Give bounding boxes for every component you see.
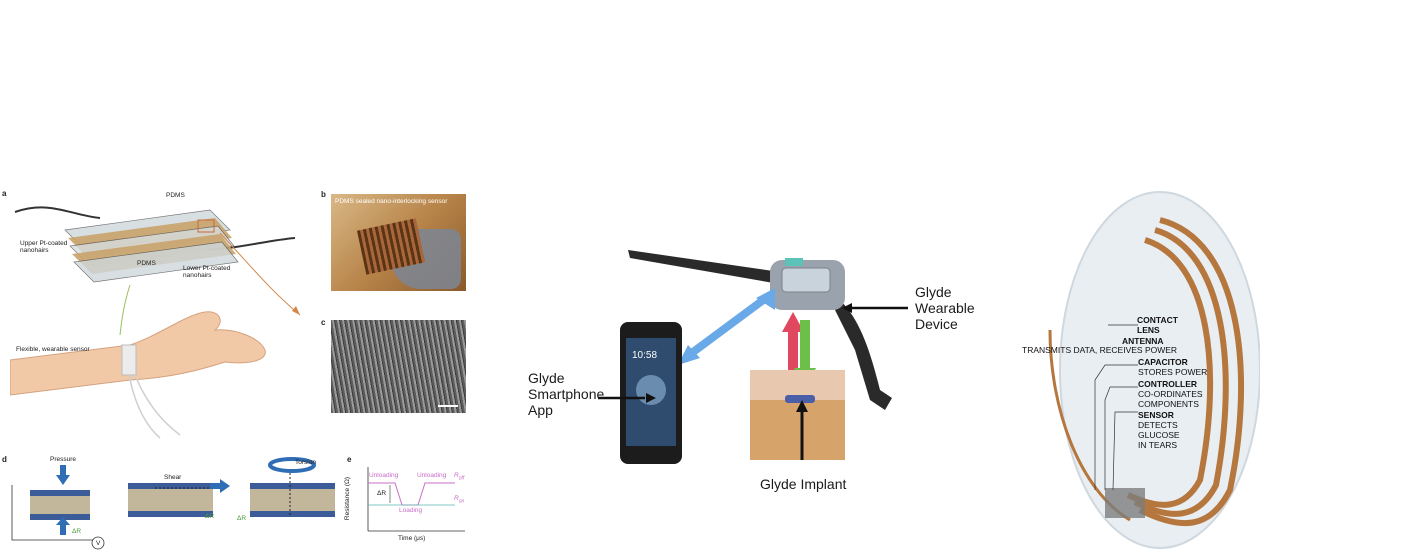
letter-b: b (321, 190, 326, 199)
desc-antenna: TRANSMITS DATA, RECEIVES POWER (1022, 345, 1178, 355)
phone-clock: 10:58 (632, 350, 658, 361)
letter-d: d (2, 455, 7, 464)
label-upper-nanohairs: Upper Pt-coated nanohairs (20, 240, 68, 254)
arm-illustration (10, 311, 266, 439)
label-unloading-2: Unloading (417, 472, 447, 479)
scale-bar (438, 405, 458, 407)
label-contact-lens: CONTACT LENS (1137, 315, 1178, 335)
label-r-off: Roff (454, 472, 464, 482)
label-sensor: SENSOR (1138, 410, 1174, 420)
r-off-symbol: R (454, 472, 459, 479)
deformation-diagrams (11, 457, 335, 550)
r-on-subscript: on (458, 498, 465, 505)
label-dr-shear: ΔR (205, 513, 215, 520)
label-dr-pressure: ΔR (72, 528, 82, 535)
panel-sensor-figure: a PDMS Upper Pt-coated nanohairs PDMS Lo… (0, 185, 470, 552)
letter-c: c (321, 318, 326, 327)
label-capacitor: CAPACITOR (1138, 357, 1188, 367)
panel-contact-lens (1010, 190, 1260, 552)
letter-e: e (347, 455, 352, 464)
label-glyde-wearable: Glyde Wearable Device (915, 284, 975, 332)
connector-arrows (119, 232, 301, 336)
lens-illustration (1048, 191, 1260, 549)
label-flexible-sensor: Flexible, wearable sensor (16, 346, 90, 353)
label-pdms-top: PDMS (166, 192, 185, 199)
label-resistance-axis: Resistance (Ω) (344, 476, 352, 521)
label-pdms-mid: PDMS (137, 260, 156, 267)
label-pressure: Pressure (50, 456, 77, 463)
photo-sealed-sensor: PDMS sealed nano-interlocking sensor (331, 194, 466, 291)
r-on-symbol: R (454, 495, 459, 502)
resistance-plot (367, 467, 465, 532)
label-antenna: ANTENNA (1122, 336, 1164, 346)
label-r-on: Ron (454, 495, 464, 505)
desc-sensor: DETECTS GLUCOSE IN TEARS (1138, 420, 1180, 450)
desc-controller: CO-ORDINATES COMPONENTS (1138, 389, 1203, 409)
label-lower-nanohairs: Lower Pt-coated nanohairs (183, 265, 231, 279)
label-voltmeter: V (96, 540, 101, 547)
panel-glyde-system: 10:58 Glyde Wearable Device Glyde Smartp… (520, 240, 990, 500)
r-off-subscript: off (458, 475, 465, 482)
glyde-illustration (598, 250, 908, 464)
label-shear: Shear (164, 474, 182, 481)
label-glyde-implant: Glyde Implant (760, 476, 847, 492)
label-torsion: Torsion (295, 459, 316, 466)
label-glyde-app: Glyde Smartphone App (528, 370, 605, 418)
caption-sealed-sensor: PDMS sealed nano-interlocking sensor (335, 198, 448, 205)
label-time-axis: Time (μs) (398, 535, 426, 542)
desc-capacitor: STORES POWER (1138, 367, 1208, 377)
sem-image-nanohairs (331, 320, 466, 413)
layer-stack-illustration (14, 206, 296, 283)
label-loading: Loading (399, 507, 423, 514)
label-controller: CONTROLLER (1138, 379, 1198, 389)
label-delta-r: ΔR (377, 490, 387, 497)
label-unloading-1: Unloading (369, 472, 399, 479)
label-dr-torsion: ΔR (237, 515, 247, 522)
letter-a: a (2, 189, 7, 198)
